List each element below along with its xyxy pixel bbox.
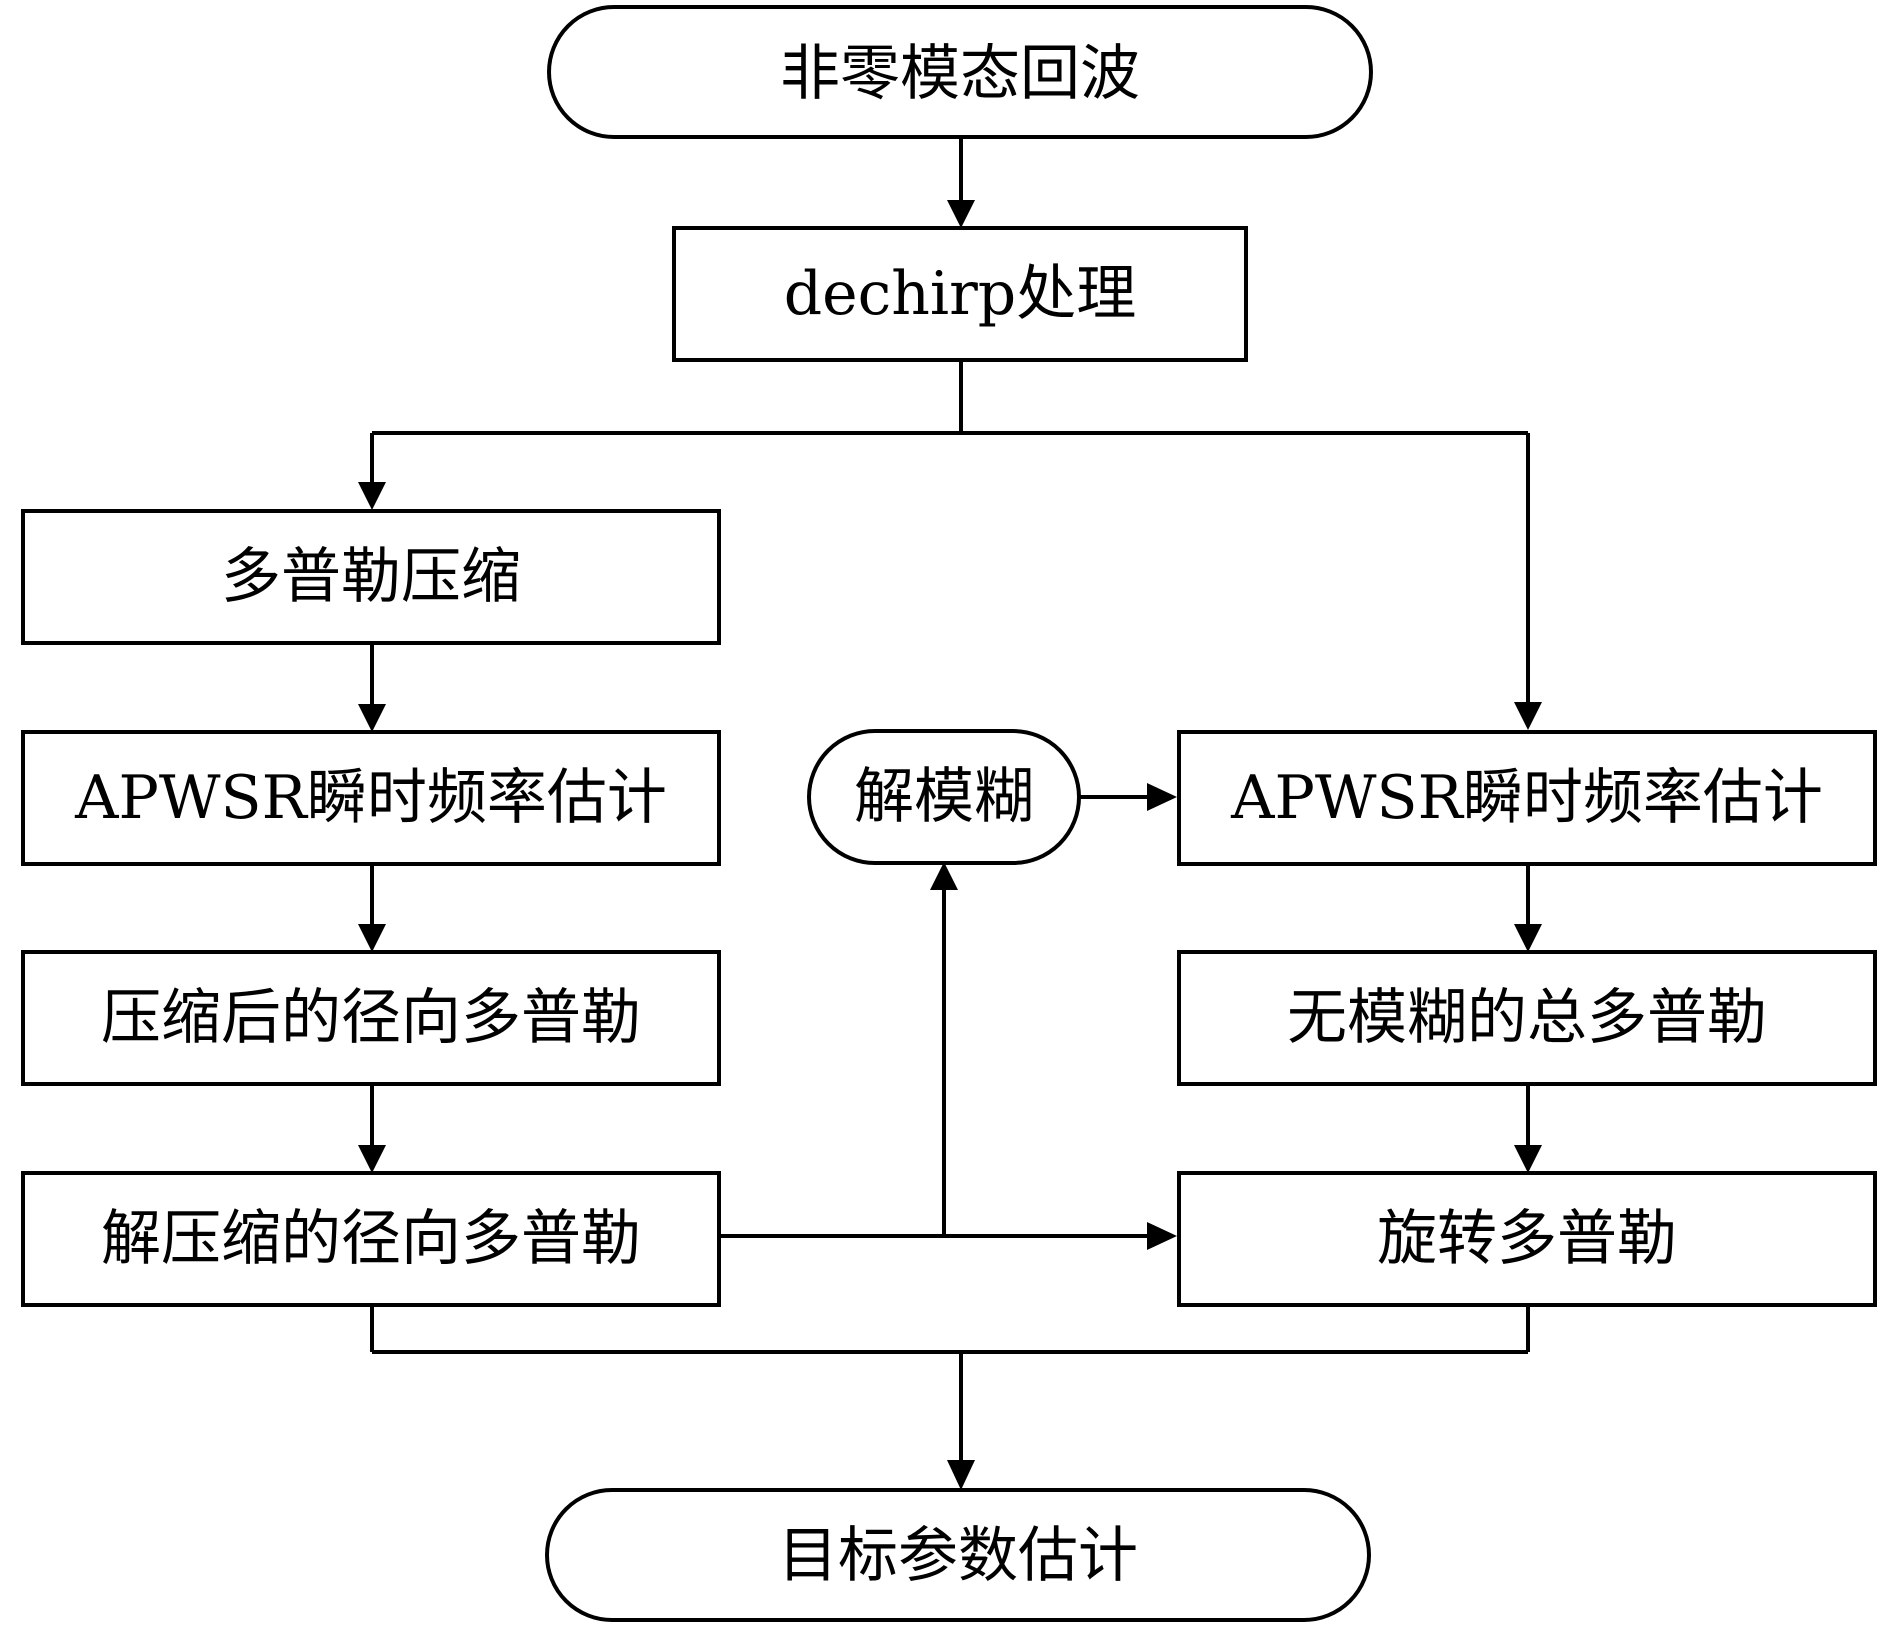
- node-dechirp: dechirp处理: [672, 226, 1248, 362]
- connectors: [358, 137, 1542, 1490]
- arrowhead-down-icon: [358, 1145, 386, 1173]
- terminal-shape: [547, 5, 1373, 139]
- node-end: 目标参数估计: [545, 1488, 1371, 1622]
- node-compressed-radial: 压缩后的径向多普勒: [21, 950, 721, 1086]
- arrowhead-down-icon: [1514, 1145, 1542, 1173]
- process-shape: [1177, 1171, 1877, 1307]
- arrowhead-right-icon: [1147, 783, 1177, 811]
- node-label: 解模糊: [854, 762, 1034, 832]
- node-label: 解压缩的径向多普勒: [101, 1204, 641, 1274]
- terminal-shape: [545, 1488, 1371, 1622]
- arrowhead-right-icon: [1147, 1222, 1177, 1250]
- arrowhead-down-icon: [947, 1460, 975, 1490]
- node-decompressed-radial: 解压缩的径向多普勒: [21, 1171, 721, 1307]
- arrowhead-up-icon: [930, 862, 958, 890]
- node-label: dechirp处理: [784, 259, 1136, 329]
- node-apwsr-right: APWSR瞬时频率估计: [1177, 730, 1877, 866]
- process-shape: [1177, 950, 1877, 1086]
- node-disambiguation: 解模糊: [807, 729, 1081, 865]
- node-label: 目标参数估计: [778, 1521, 1138, 1591]
- node-label: 非零模态回波: [780, 39, 1140, 109]
- process-shape: [21, 509, 721, 645]
- terminal-shape: [807, 729, 1081, 865]
- process-shape: [1177, 730, 1877, 866]
- node-label: 压缩后的径向多普勒: [101, 983, 641, 1053]
- node-label: 无模糊的总多普勒: [1287, 983, 1767, 1053]
- node-label: 多普勒压缩: [221, 542, 521, 612]
- node-unambiguous-total: 无模糊的总多普勒: [1177, 950, 1877, 1086]
- node-rotation-doppler: 旋转多普勒: [1177, 1171, 1877, 1307]
- node-label: 旋转多普勒: [1377, 1204, 1677, 1274]
- process-shape: [21, 950, 721, 1086]
- process-shape: [672, 226, 1248, 362]
- node-label: APWSR瞬时频率估计: [1230, 763, 1823, 833]
- arrowhead-down-icon: [1514, 702, 1542, 730]
- node-doppler-compress: 多普勒压缩: [21, 509, 721, 645]
- process-shape: [21, 730, 721, 866]
- node-apwsr-left: APWSR瞬时频率估计: [21, 730, 721, 866]
- process-shape: [21, 1171, 721, 1307]
- arrowhead-down-icon: [1514, 924, 1542, 952]
- arrowhead-down-icon: [358, 482, 386, 510]
- node-label: APWSR瞬时频率估计: [74, 763, 667, 833]
- arrowhead-down-icon: [358, 924, 386, 952]
- arrowhead-down-icon: [358, 704, 386, 732]
- arrowhead-down-icon: [947, 200, 975, 228]
- node-start: 非零模态回波: [547, 5, 1373, 139]
